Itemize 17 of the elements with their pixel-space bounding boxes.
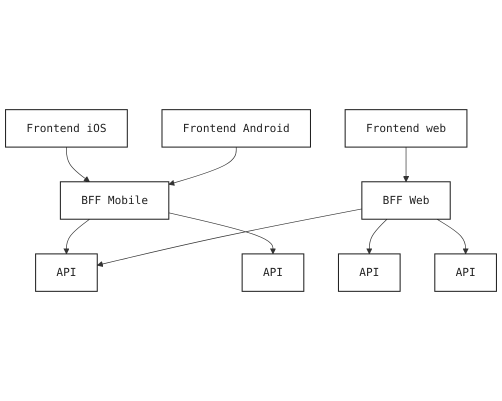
arrow <box>63 218 90 254</box>
node-box: Frontend web <box>344 109 468 148</box>
node-box: API <box>338 253 401 292</box>
node-box: Frontend Android <box>161 109 311 148</box>
arrow <box>168 212 276 254</box>
arrow <box>168 146 237 186</box>
node-box: BFF Mobile <box>60 181 170 220</box>
arrow <box>66 146 90 182</box>
node-box: API <box>35 253 98 292</box>
arrow <box>366 218 388 254</box>
node-box: API <box>434 253 497 292</box>
node-box: API <box>242 253 304 292</box>
arrow <box>402 146 410 182</box>
node-box: BFF Web <box>361 181 451 220</box>
arrow <box>96 208 362 267</box>
arrow <box>436 218 469 254</box>
node-box: Frontend iOS <box>5 109 128 148</box>
